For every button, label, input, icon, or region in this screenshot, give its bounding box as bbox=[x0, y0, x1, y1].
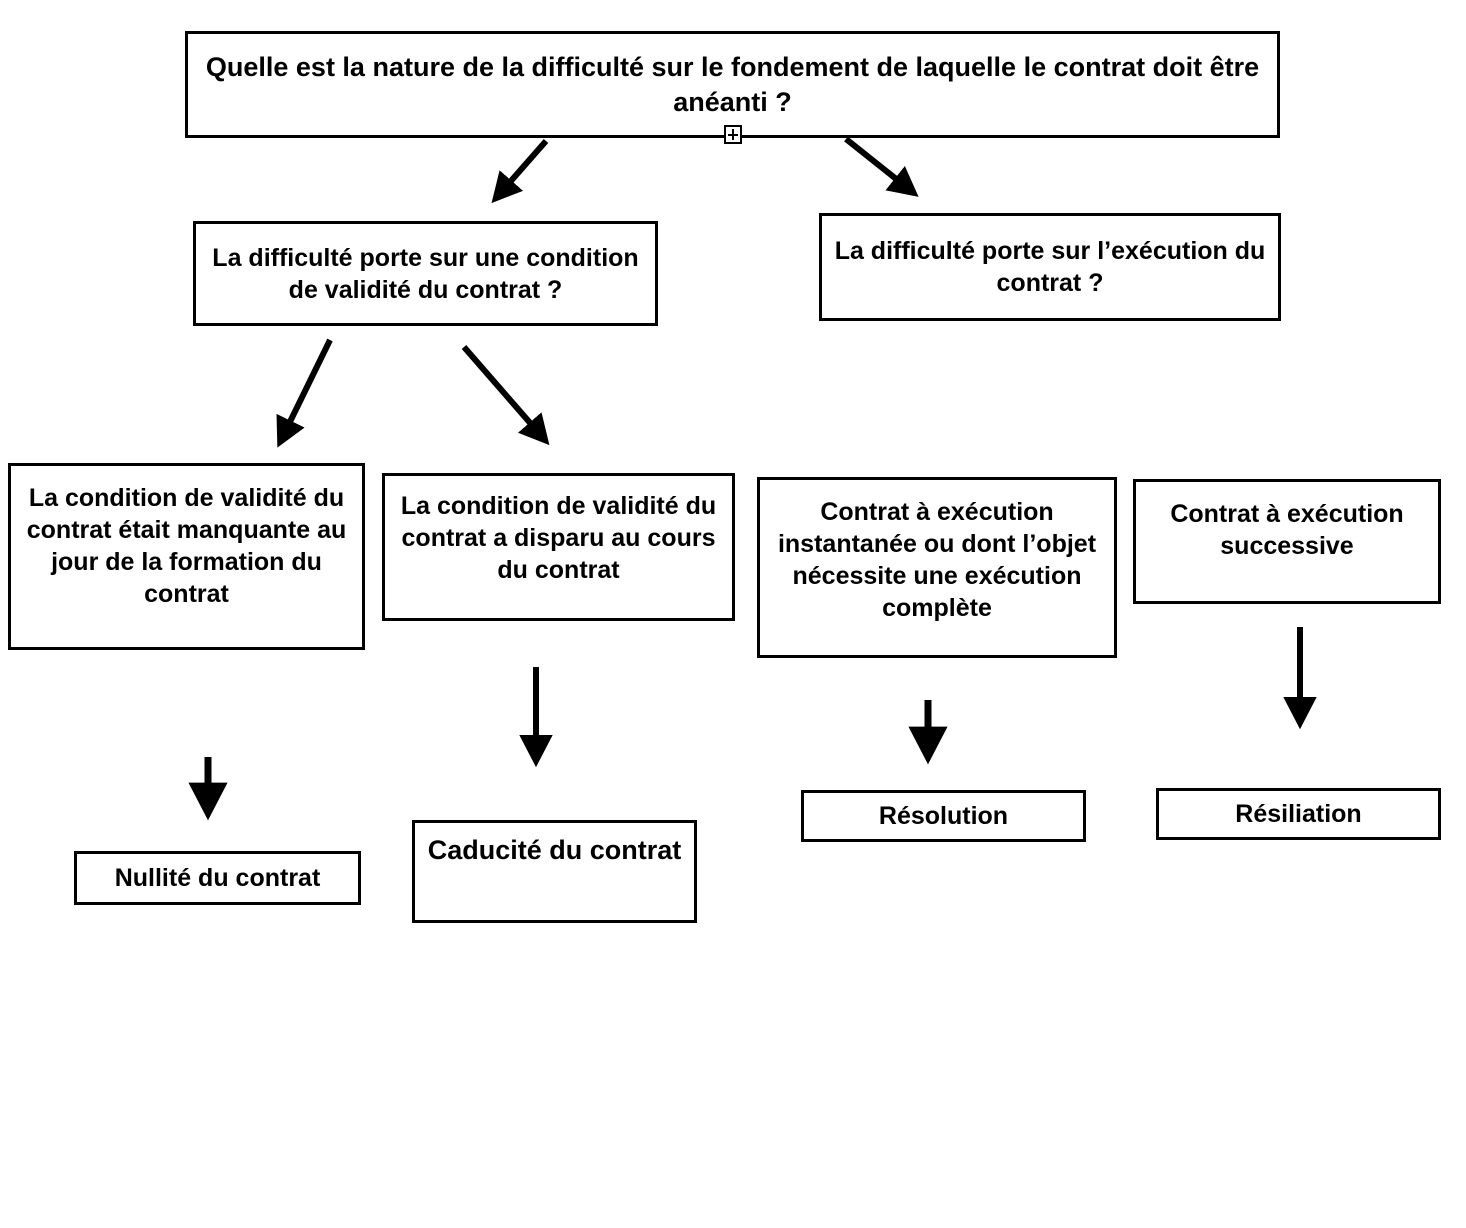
case-condition-disparue[interactable]: La condition de validité du contrat a di… bbox=[382, 473, 735, 621]
outcome-nullite[interactable]: Nullité du contrat bbox=[74, 851, 361, 905]
question-root[interactable]: Quelle est la nature de la difficulté su… bbox=[185, 31, 1280, 138]
case-execution-successive[interactable]: Contrat à exécution successive bbox=[1133, 479, 1441, 604]
outcome-nullite-label: Nullité du contrat bbox=[114, 864, 321, 892]
question-root-label: Quelle est la nature de la difficulté su… bbox=[205, 51, 1260, 117]
outcome-resolution[interactable]: Résolution bbox=[801, 790, 1086, 842]
plus-vertical-bar bbox=[732, 129, 734, 140]
question-execution-label: La difficulté porte sur l’exécution du c… bbox=[834, 237, 1266, 297]
edge-root-to-execution bbox=[844, 136, 919, 197]
outcome-resolution-label: Résolution bbox=[878, 802, 1009, 830]
edge-root-to-validite bbox=[491, 139, 549, 204]
question-execution[interactable]: La difficulté porte sur l’exécution du c… bbox=[819, 213, 1281, 321]
question-condition-validite[interactable]: La difficulté porte sur une condition de… bbox=[193, 221, 658, 326]
outcome-caducite-label: Caducité du contrat bbox=[427, 835, 682, 865]
case-execution-instantanee-label: Contrat à exécution instantanée ou dont … bbox=[777, 498, 1097, 622]
case-condition-manquante[interactable]: La condition de validité du contrat étai… bbox=[8, 463, 365, 650]
edge-validite-to-disparu bbox=[461, 345, 550, 446]
edge-validite-to-manquante bbox=[276, 338, 333, 448]
question-condition-validite-label: La difficulté porte sur une condition de… bbox=[212, 243, 639, 304]
case-condition-manquante-label: La condition de validité du contrat étai… bbox=[26, 484, 347, 608]
case-condition-disparue-label: La condition de validité du contrat a di… bbox=[400, 492, 717, 584]
case-execution-instantanee[interactable]: Contrat à exécution instantanée ou dont … bbox=[757, 477, 1117, 658]
expand-collapse-handle[interactable] bbox=[724, 125, 742, 144]
case-execution-successive-label: Contrat à exécution successive bbox=[1170, 500, 1404, 560]
outcome-caducite[interactable]: Caducité du contrat bbox=[412, 820, 697, 923]
outcome-resiliation[interactable]: Résiliation bbox=[1156, 788, 1441, 840]
outcome-resiliation-label: Résiliation bbox=[1235, 800, 1362, 828]
